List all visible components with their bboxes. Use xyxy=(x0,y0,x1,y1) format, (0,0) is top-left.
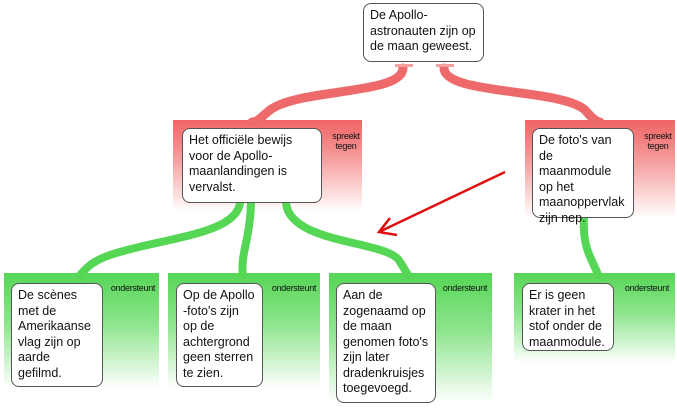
support-link-4 xyxy=(579,214,602,279)
objection-tag-1: spreekt tegen xyxy=(332,131,360,151)
support-box-4[interactable]: Er is geen krater in het stof onder de m… xyxy=(522,283,614,351)
support-link-3 xyxy=(282,199,412,279)
root-claim[interactable]: De Apollo-astronauten zijn op de maan ge… xyxy=(363,3,484,62)
support-box-3[interactable]: Aan de zogenaamd op de maan genomen foto… xyxy=(336,283,436,403)
oppose-link-1 xyxy=(247,63,408,127)
objection-tag-2: spreekt tegen xyxy=(644,131,672,151)
support-tag-4: ondersteunt xyxy=(624,283,670,293)
objection-box-2[interactable]: De foto's van de maanmodule op het maano… xyxy=(532,128,634,225)
support-tag-2: ondersteunt xyxy=(271,283,317,293)
support-link-2 xyxy=(238,199,255,279)
support-tag-3: ondersteunt xyxy=(442,283,488,293)
support-link-1 xyxy=(76,199,244,279)
support-tag-1: ondersteunt xyxy=(110,283,156,293)
support-box-2[interactable]: Op de Apollo -foto's zijn op de achtergr… xyxy=(176,283,263,387)
red-arrow xyxy=(376,170,506,237)
objection-box-1[interactable]: Het officiële bewijs voor de Apollo-maan… xyxy=(182,128,322,203)
support-box-1[interactable]: De scènes met de Amerikaanse vlag zijn o… xyxy=(11,283,103,387)
oppose-link-2 xyxy=(439,63,605,127)
